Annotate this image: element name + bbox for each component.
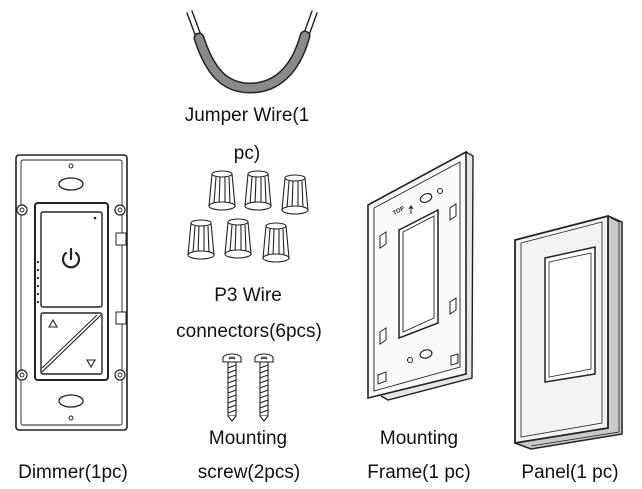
wire-connectors-drawing xyxy=(187,170,309,263)
mounting-frame-drawing xyxy=(367,150,474,401)
frame-top-marking: TOP xyxy=(392,206,406,217)
jumper-wire-label-line2: pc) xyxy=(233,143,261,164)
mounting-screw-label-line2: screw(2pcs) xyxy=(197,462,301,483)
mounting-frame-label-line1: Mounting xyxy=(379,428,459,449)
dimmer-drawing xyxy=(15,154,128,431)
mounting-frame-label-line2: Frame(1 pc) xyxy=(367,462,471,483)
wire-connector xyxy=(262,222,290,263)
mounting-screw xyxy=(222,353,242,422)
mounting-screws-drawing xyxy=(222,353,274,422)
wire-connectors-label-line2: connectors(6pcs) xyxy=(176,321,322,342)
wire-connector xyxy=(208,170,236,211)
down-arrow-icon xyxy=(86,359,96,369)
wire-connectors-label-line1: P3 Wire xyxy=(214,285,282,306)
jumper-wire-label-line1: Jumper Wire(1 xyxy=(184,105,310,126)
mounting-screw-label-line1: Mounting xyxy=(208,428,288,449)
dimmer-label: Dimmer(1pc) xyxy=(18,462,128,483)
panel-drawing xyxy=(514,214,623,450)
led-indicators xyxy=(36,260,40,304)
power-icon xyxy=(61,247,81,269)
up-arrow-icon xyxy=(48,318,58,328)
wire-connector xyxy=(187,219,215,260)
mounting-screw xyxy=(254,353,274,422)
panel-label: Panel(1 pc) xyxy=(521,462,619,483)
wire-connector xyxy=(244,170,272,211)
jumper-wire-drawing xyxy=(186,10,318,94)
wire-connector xyxy=(281,174,309,215)
wire-connector xyxy=(224,218,252,259)
